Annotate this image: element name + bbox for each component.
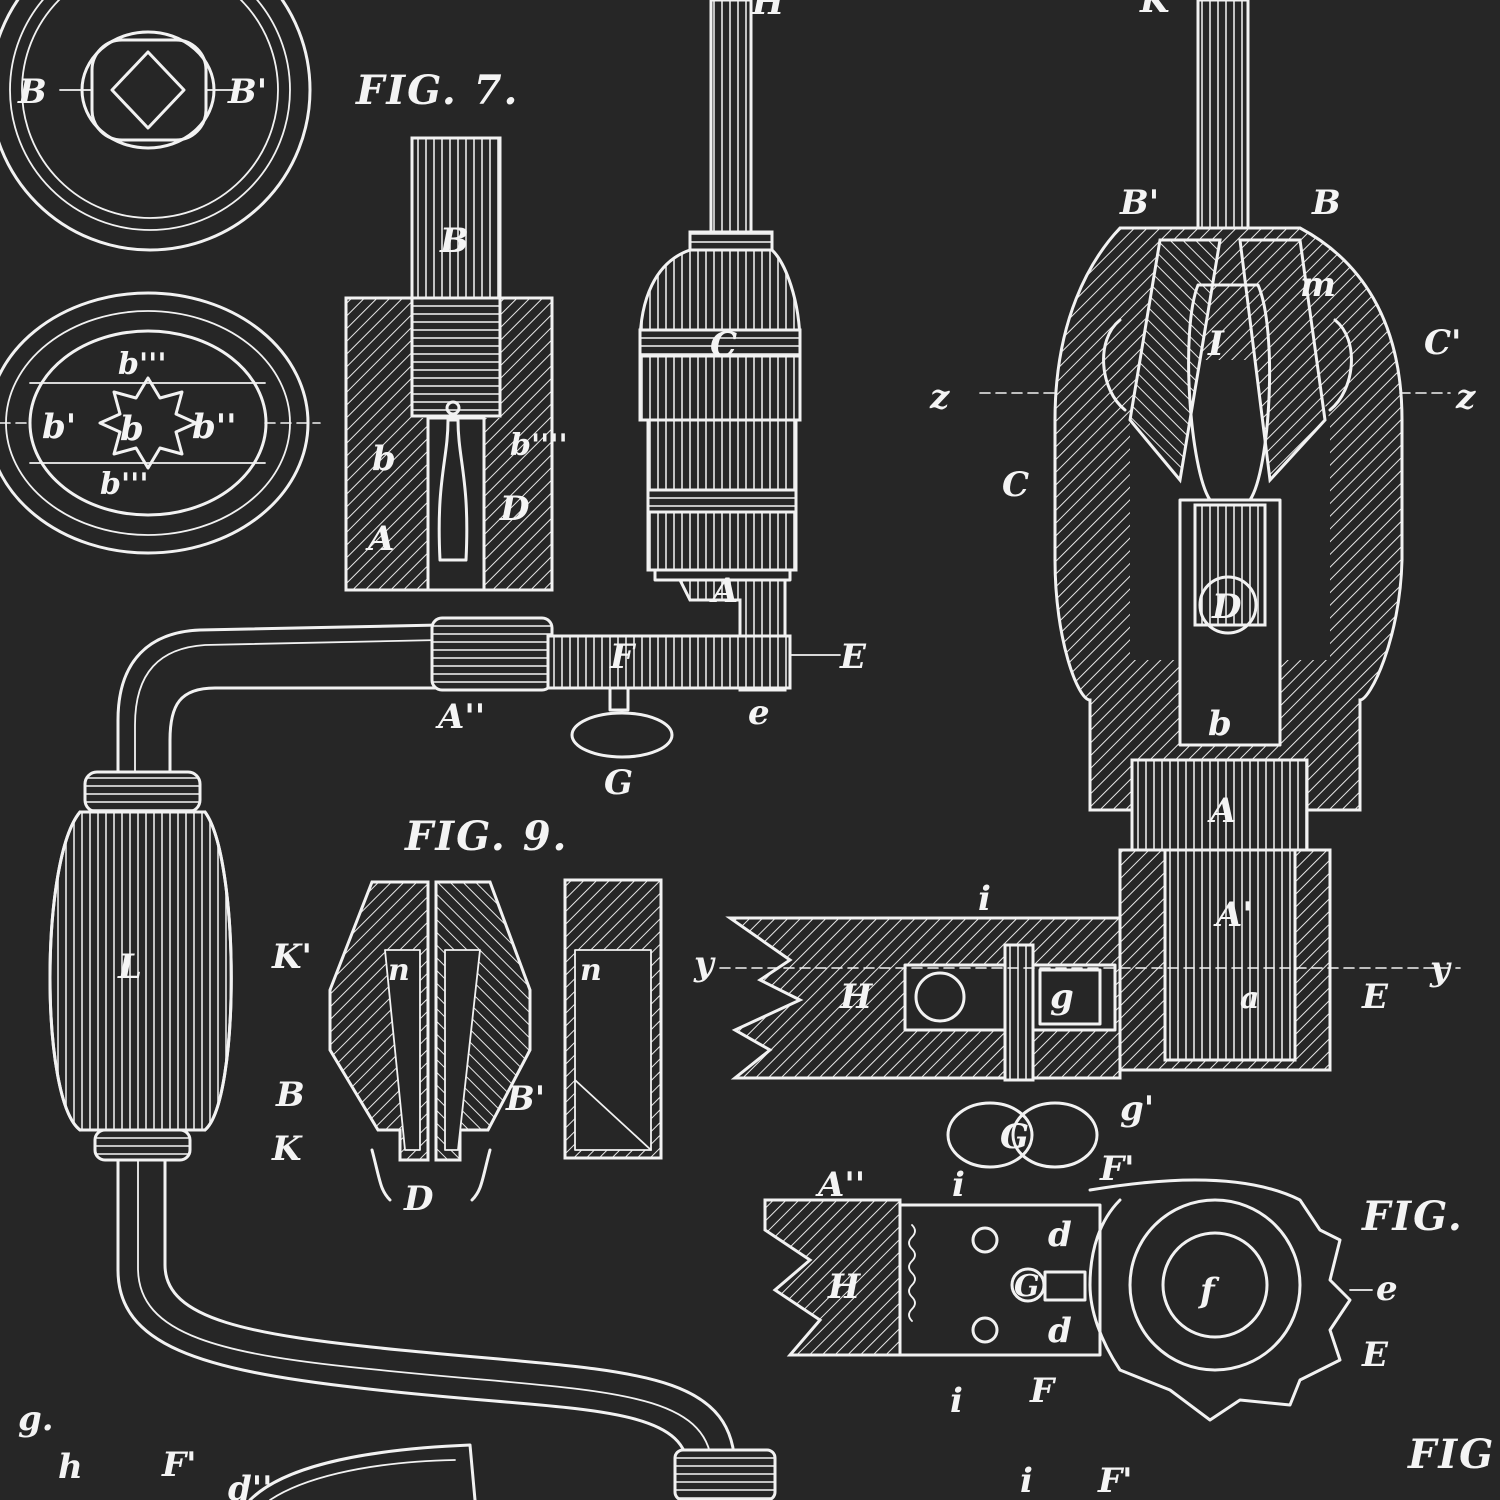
- label-disc-b3-top: b''': [118, 347, 167, 382]
- label-fig7-d: D: [499, 489, 530, 529]
- label-bl-h: h: [58, 1447, 83, 1487]
- chuck-assembly: [638, 0, 802, 692]
- label-sec-b-lower: b: [1208, 704, 1232, 744]
- bottom-left-partial: [248, 1443, 477, 1500]
- label-sec-c1: C': [1424, 323, 1461, 363]
- fig-bottom-right-title: FIG: [1407, 1431, 1495, 1478]
- brace-crank: [116, 616, 841, 792]
- label-fig9-b-left: B: [275, 1075, 305, 1115]
- label-rat-e-large: E: [1361, 1335, 1389, 1375]
- label-sec-b1: B': [1119, 183, 1159, 223]
- label-brace-e: E: [839, 637, 867, 677]
- label-rat-f-small: f: [1198, 1271, 1220, 1311]
- label-sec-g: g: [1050, 977, 1074, 1017]
- label-brace-e-lower: e: [748, 693, 770, 733]
- label-sec-z-right: z: [1455, 377, 1476, 417]
- label-brace-a: A: [709, 571, 738, 611]
- section-main: [979, 0, 1451, 1072]
- label-sec-a-small: a: [1240, 981, 1259, 1016]
- label-sec-e: E: [1361, 977, 1389, 1017]
- label-sec-a1: A': [1213, 895, 1253, 935]
- label-sec-d: D: [1211, 587, 1242, 627]
- label-fig9-k: K: [271, 1129, 303, 1169]
- label-fig9-y: y: [693, 944, 716, 984]
- label-brace-g: G: [604, 763, 633, 803]
- label-fig9-d: D: [403, 1179, 434, 1219]
- label-sec-i-small: i: [978, 879, 991, 919]
- label-bl-g: g.: [18, 1399, 54, 1439]
- fig7-title: FIG. 7.: [355, 67, 519, 114]
- label-sec-g1: g': [1120, 1089, 1154, 1129]
- lower-crank: [116, 1158, 777, 1500]
- label-handle-l: L: [117, 947, 142, 987]
- label-fig9-n-left: n: [388, 953, 410, 988]
- label-fig9-n-right: n: [580, 953, 602, 988]
- label-rat-d-top: d: [1048, 1215, 1072, 1255]
- fig9-title: FIG. 9.: [404, 813, 568, 860]
- label-rat-h: H: [827, 1267, 862, 1307]
- label-rat-a2: A'': [815, 1165, 865, 1205]
- label-disc-b-left: B: [17, 72, 47, 112]
- label-top-h: H: [751, 0, 786, 23]
- label-fig9-b-right: B': [505, 1079, 545, 1119]
- label-fig9-k1: K': [271, 937, 312, 977]
- fig9-jaws: [328, 878, 663, 1202]
- section-arm: [719, 916, 1461, 1169]
- label-sec-c: C: [1002, 465, 1029, 505]
- label-rat-e: e: [1376, 1269, 1398, 1309]
- label-rat-f: F: [1029, 1371, 1057, 1411]
- label-brace-f: F: [609, 637, 637, 677]
- label-fig7-b-upper: B: [439, 221, 469, 261]
- label-rat-f1: F': [1099, 1149, 1135, 1189]
- label-bl-f1: F': [161, 1445, 197, 1485]
- label-disc-b2: b'': [192, 407, 237, 447]
- label-sec-h: H: [839, 977, 874, 1017]
- disc-top: [0, 0, 312, 252]
- fig-right-title: FIG.: [1361, 1193, 1464, 1240]
- label-disc-b-right: B': [227, 72, 267, 112]
- label-sec-y-right: y: [1429, 949, 1452, 989]
- label-brace-a2: A'': [435, 697, 485, 737]
- label-rat-i-top: i: [952, 1165, 965, 1205]
- label-sec-i: I: [1207, 324, 1225, 364]
- label-fig7-a: A: [365, 519, 394, 559]
- label-rat-g: G: [1014, 1269, 1040, 1304]
- label-chuck-c: C: [710, 325, 737, 365]
- label-disc-b: b: [120, 409, 144, 449]
- label-br-f1: F': [1097, 1461, 1133, 1500]
- handle: [48, 770, 233, 1162]
- labels: H K B B' b''' b' b b'' b''' FIG. 7. B b …: [17, 0, 1495, 1500]
- label-bl-d2: d'': [228, 1469, 273, 1500]
- label-sec-z-left: z: [929, 377, 950, 417]
- label-disc-b3-bottom: b''': [100, 467, 149, 502]
- fig7-socket: [344, 136, 554, 592]
- disc-star: [0, 291, 321, 555]
- label-sec-m: m: [1300, 265, 1336, 305]
- label-top-k: K: [1139, 0, 1171, 21]
- label-rat-d-bottom: d: [1048, 1311, 1072, 1351]
- label-disc-b1: b': [42, 407, 76, 447]
- ratchet-section: [763, 1178, 1373, 1422]
- label-sec-a: A: [1207, 791, 1236, 831]
- label-fig7-b-lower: b: [372, 439, 396, 479]
- label-br-i: i: [1020, 1461, 1033, 1500]
- label-sec-b: B: [1311, 183, 1341, 223]
- label-sec-g-knob: G: [1000, 1117, 1029, 1157]
- label-fig7-b4: b'''': [510, 428, 568, 463]
- label-rat-i-bottom: i: [950, 1381, 963, 1421]
